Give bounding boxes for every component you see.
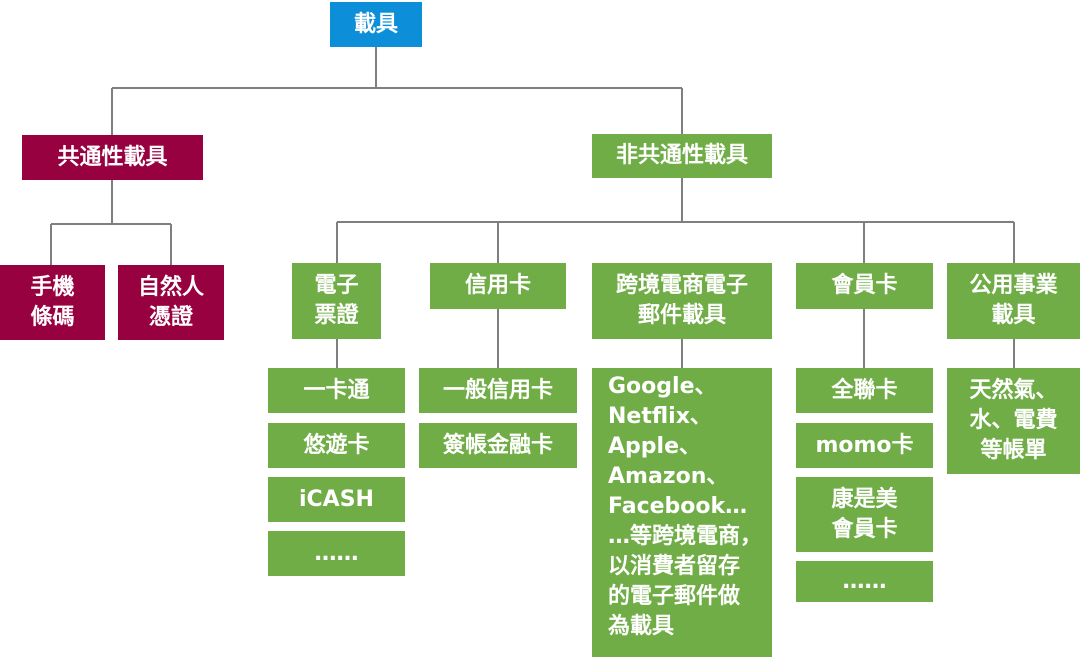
item-general-credit-card: 一般信用卡	[419, 368, 577, 413]
mobile-barcode-node: 手機 條碼	[0, 265, 105, 340]
item-easycard: 悠遊卡	[268, 423, 405, 468]
noncommon-carrier-node: 非共通性載具	[592, 134, 772, 178]
item-pxmart-card: 全聯卡	[796, 368, 933, 413]
item-icash: iCASH	[268, 477, 405, 522]
category-utility: 公用事業 載具	[947, 263, 1080, 339]
item-utility-bills: 天然氣、 水、電費 等帳單	[947, 368, 1080, 474]
common-carrier-node: 共通性載具	[22, 135, 203, 180]
item-ipass: 一卡通	[268, 368, 405, 413]
item-debit-card: 簽帳金融卡	[419, 423, 577, 468]
citizen-certificate-node: 自然人 憑證	[118, 265, 224, 340]
category-e-ticket: 電子 票證	[292, 263, 381, 339]
item-cross-border-email-desc: Google、 Netflix、 Apple、 Amazon、 Facebook…	[592, 368, 772, 657]
item-etc-eticket: ……	[268, 531, 405, 576]
item-momo-card: momo卡	[796, 423, 933, 468]
item-cosmed-card: 康是美 會員卡	[796, 477, 933, 552]
category-membership-card: 會員卡	[796, 263, 933, 309]
category-credit-card: 信用卡	[430, 263, 566, 309]
root-node: 載具	[330, 2, 422, 47]
category-cross-border-email: 跨境電商電子 郵件載具	[592, 263, 772, 339]
item-etc-membership: ……	[796, 561, 933, 602]
